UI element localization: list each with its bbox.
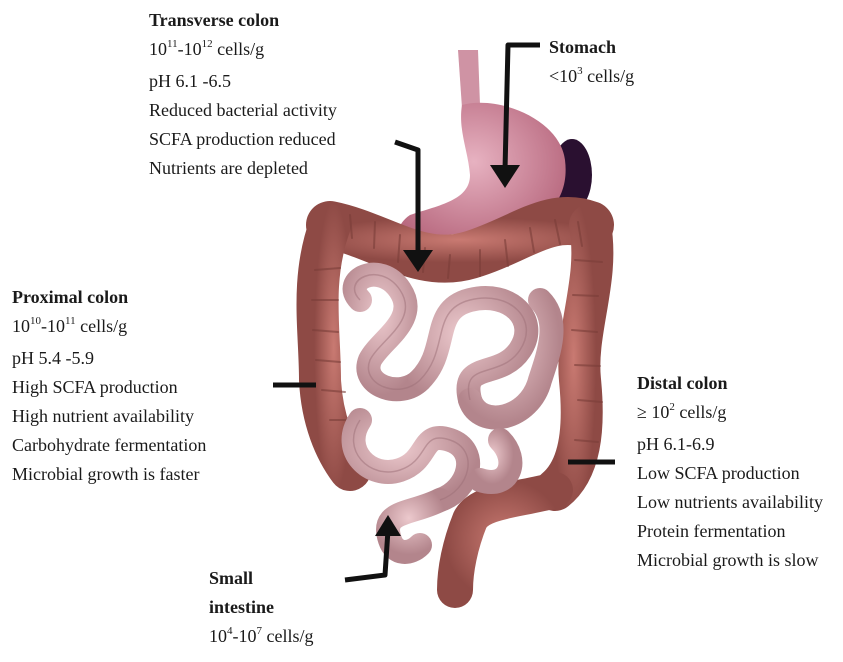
proximal-colon-nutrients: High nutrient availability xyxy=(12,402,206,431)
cells-unit: cells/g xyxy=(583,66,635,86)
stomach-cells: <103 cells/g xyxy=(549,62,634,94)
cells-exponent: 11 xyxy=(65,315,76,327)
proximal-colon-fermentation: Carbohydrate fermentation xyxy=(12,431,206,460)
small-intestine-cells: 104-107 cells/g xyxy=(209,622,314,654)
distal-colon-cells: ≥ 102 cells/g xyxy=(637,398,823,430)
cells-base: 10 xyxy=(12,316,30,336)
distal-colon-fermentation: Protein fermentation xyxy=(637,517,823,546)
stomach-label: Stomach <103 cells/g xyxy=(549,33,634,94)
cells-unit: cells/g xyxy=(213,39,265,59)
cells-base: 10 xyxy=(47,316,65,336)
proximal-colon-scfa: High SCFA production xyxy=(12,373,206,402)
esophagus xyxy=(458,50,480,108)
distal-colon-title: Distal colon xyxy=(637,369,823,398)
proximal-colon-ph: pH 5.4 -5.9 xyxy=(12,344,206,373)
cells-base: 10 xyxy=(184,39,202,59)
distal-colon-growth: Microbial growth is slow xyxy=(637,546,823,575)
cells-exponent: 3 xyxy=(577,65,583,77)
cells-base: 10 xyxy=(209,626,227,646)
transverse-colon-activity: Reduced bacterial activity xyxy=(149,96,337,125)
transverse-colon-ph: pH 6.1 -6.5 xyxy=(149,67,337,96)
cells-exponent: 2 xyxy=(669,401,675,413)
small-intestine-label: Small intestine 104-107 cells/g xyxy=(209,564,314,654)
cells-base: ≥ 10 xyxy=(637,402,669,422)
transverse-colon-title: Transverse colon xyxy=(149,6,337,35)
transverse-colon-cells: 1011-1012 cells/g xyxy=(149,35,337,67)
cells-exponent: 10 xyxy=(30,315,41,327)
proximal-colon-title: Proximal colon xyxy=(12,283,206,312)
distal-colon-nutrients: Low nutrients availability xyxy=(637,488,823,517)
stomach-title: Stomach xyxy=(549,33,634,62)
distal-colon-label: Distal colon ≥ 102 cells/g pH 6.1-6.9 Lo… xyxy=(637,369,823,575)
distal-colon-ph: pH 6.1-6.9 xyxy=(637,430,823,459)
cells-exponent: 4 xyxy=(227,625,233,637)
cells-base: <10 xyxy=(549,66,577,86)
small-intestine-title-2: intestine xyxy=(209,593,314,622)
cells-exponent: 11 xyxy=(167,38,178,50)
cells-unit: cells/g xyxy=(76,316,128,336)
transverse-colon-label: Transverse colon 1011-1012 cells/g pH 6.… xyxy=(149,6,337,183)
transverse-colon-nutrients: Nutrients are depleted xyxy=(149,154,337,183)
transverse-colon-scfa: SCFA production reduced xyxy=(149,125,337,154)
cells-unit: cells/g xyxy=(262,626,314,646)
proximal-colon-growth: Microbial growth is faster xyxy=(12,460,206,489)
cells-exponent: 7 xyxy=(257,625,263,637)
cells-unit: cells/g xyxy=(675,402,727,422)
cells-base: 10 xyxy=(239,626,257,646)
proximal-colon-cells: 1010-1011 cells/g xyxy=(12,312,206,344)
cells-base: 10 xyxy=(149,39,167,59)
cells-exponent: 12 xyxy=(202,38,213,50)
small-intestine-title-1: Small xyxy=(209,564,314,593)
proximal-colon-label: Proximal colon 1010-1011 cells/g pH 5.4 … xyxy=(12,283,206,489)
distal-colon-scfa: Low SCFA production xyxy=(637,459,823,488)
